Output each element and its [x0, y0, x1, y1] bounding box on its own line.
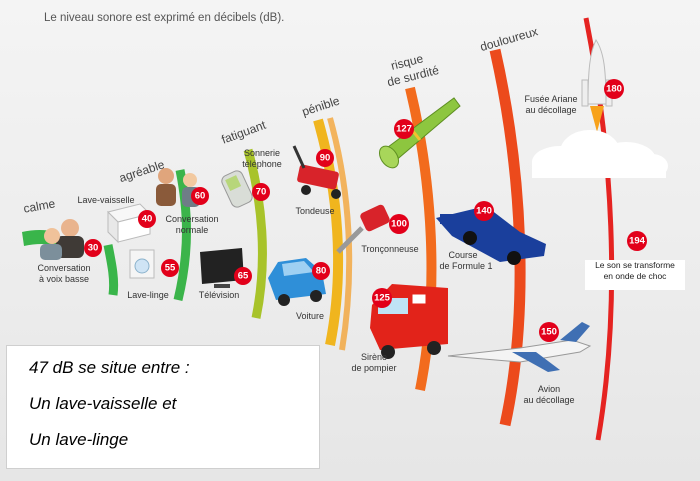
label-tronconneuse: Tronçonneuse: [361, 244, 418, 254]
svg-text:140: 140: [476, 206, 492, 217]
badge-55: 55: [161, 259, 179, 277]
label-fusee-2: au décollage: [525, 105, 576, 115]
svg-text:194: 194: [629, 236, 646, 247]
badge-40: 40: [138, 210, 156, 228]
zone-label-calme: calme: [22, 196, 56, 215]
badge-100: 100: [389, 214, 409, 234]
airplane-icon: [447, 322, 592, 372]
badge-150: 150: [539, 322, 559, 342]
label-sonnerie-2: téléphone: [242, 159, 282, 169]
chainsaw-icon: [336, 204, 390, 254]
rocket-smoke-cloud: [532, 130, 668, 178]
shock-caption-line-1: Le son se transforme: [595, 260, 675, 270]
label-voiture: Voiture: [296, 311, 324, 321]
whispering-people-icon: [40, 219, 84, 260]
television-icon: [200, 248, 244, 288]
label-tondeuse: Tondeuse: [295, 206, 334, 216]
zone-label-douloureux: douloureux: [478, 24, 539, 54]
zone-stripe-agreable-2: [173, 169, 191, 302]
badge-125: 125: [372, 288, 392, 308]
badge-127: 127: [394, 119, 414, 139]
lawnmower-icon: [292, 145, 341, 199]
label-lave-linge: Lave-linge: [127, 290, 169, 300]
badge-65: 65: [234, 267, 252, 285]
badge-30: 30: [84, 239, 102, 257]
badge-70: 70: [252, 183, 270, 201]
svg-text:150: 150: [541, 327, 557, 338]
svg-text:90: 90: [320, 153, 331, 164]
svg-text:125: 125: [374, 293, 391, 304]
zone-stripe-penible: [313, 118, 344, 346]
label-conversation-basse-1: Conversation: [37, 263, 90, 273]
answer-note-box: 47 dB se situe entre : Un lave-vaisselle…: [6, 345, 320, 469]
label-conversation-normale-2: normale: [176, 225, 209, 235]
note-line-2: Un lave-vaisselle et: [29, 394, 177, 413]
page-title: Le niveau sonore est exprimé en décibels…: [44, 12, 285, 24]
zone-label-agreable: agréable: [117, 157, 166, 185]
badge-60: 60: [191, 187, 209, 205]
svg-text:55: 55: [165, 263, 176, 274]
label-course-2: de Formule 1: [439, 261, 492, 271]
mobile-phone-icon: [221, 170, 253, 208]
badge-194: 194: [627, 231, 647, 251]
svg-text:70: 70: [256, 187, 267, 198]
zone-stripe-penible-2: [327, 117, 353, 351]
svg-text:80: 80: [316, 266, 327, 277]
label-lave-vaisselle: Lave-vaisselle: [77, 195, 134, 205]
zone-stripe-agreable: [103, 244, 119, 296]
note-line-1: 47 dB se situe entre :: [29, 358, 190, 377]
svg-text:100: 100: [391, 219, 407, 230]
badge-180: 180: [604, 79, 624, 99]
shock-wave-caption: Le son se transforme en onde de choc: [585, 260, 685, 290]
label-sirene-1: Sirène: [361, 352, 387, 362]
label-sonnerie-1: Sonnerie: [244, 148, 280, 158]
zone-stripe-fatiguant: [243, 148, 267, 319]
label-sirene-2: de pompier: [351, 363, 396, 373]
svg-text:127: 127: [396, 124, 412, 135]
talking-people-icon: [156, 168, 200, 207]
badge-80: 80: [312, 262, 330, 280]
label-television: Télévision: [199, 290, 240, 300]
badge-140: 140: [474, 201, 494, 221]
note-line-3: Un lave-linge: [29, 430, 129, 449]
svg-text:65: 65: [238, 271, 249, 282]
label-conversation-normale-1: Conversation: [165, 214, 218, 224]
car-icon: [268, 258, 326, 306]
svg-text:180: 180: [606, 84, 622, 95]
label-avion-2: au décollage: [523, 395, 574, 405]
label-avion-1: Avion: [538, 384, 560, 394]
label-course-1: Course: [448, 250, 477, 260]
rocket-icon: [581, 39, 613, 132]
svg-text:30: 30: [88, 243, 99, 254]
washing-machine-icon: [129, 249, 155, 279]
label-fusee-1: Fusée Ariane: [524, 94, 577, 104]
zone-label-fatiguant: fatiguant: [220, 118, 269, 147]
zone-label-penible: pénible: [300, 93, 341, 118]
label-conversation-basse-2: à voix basse: [39, 274, 89, 284]
svg-text:40: 40: [142, 214, 153, 225]
formula-one-car-icon: [436, 206, 546, 265]
svg-text:60: 60: [195, 191, 206, 202]
badge-90: 90: [316, 149, 334, 167]
shock-caption-line-2: en onde de choc: [603, 271, 667, 281]
